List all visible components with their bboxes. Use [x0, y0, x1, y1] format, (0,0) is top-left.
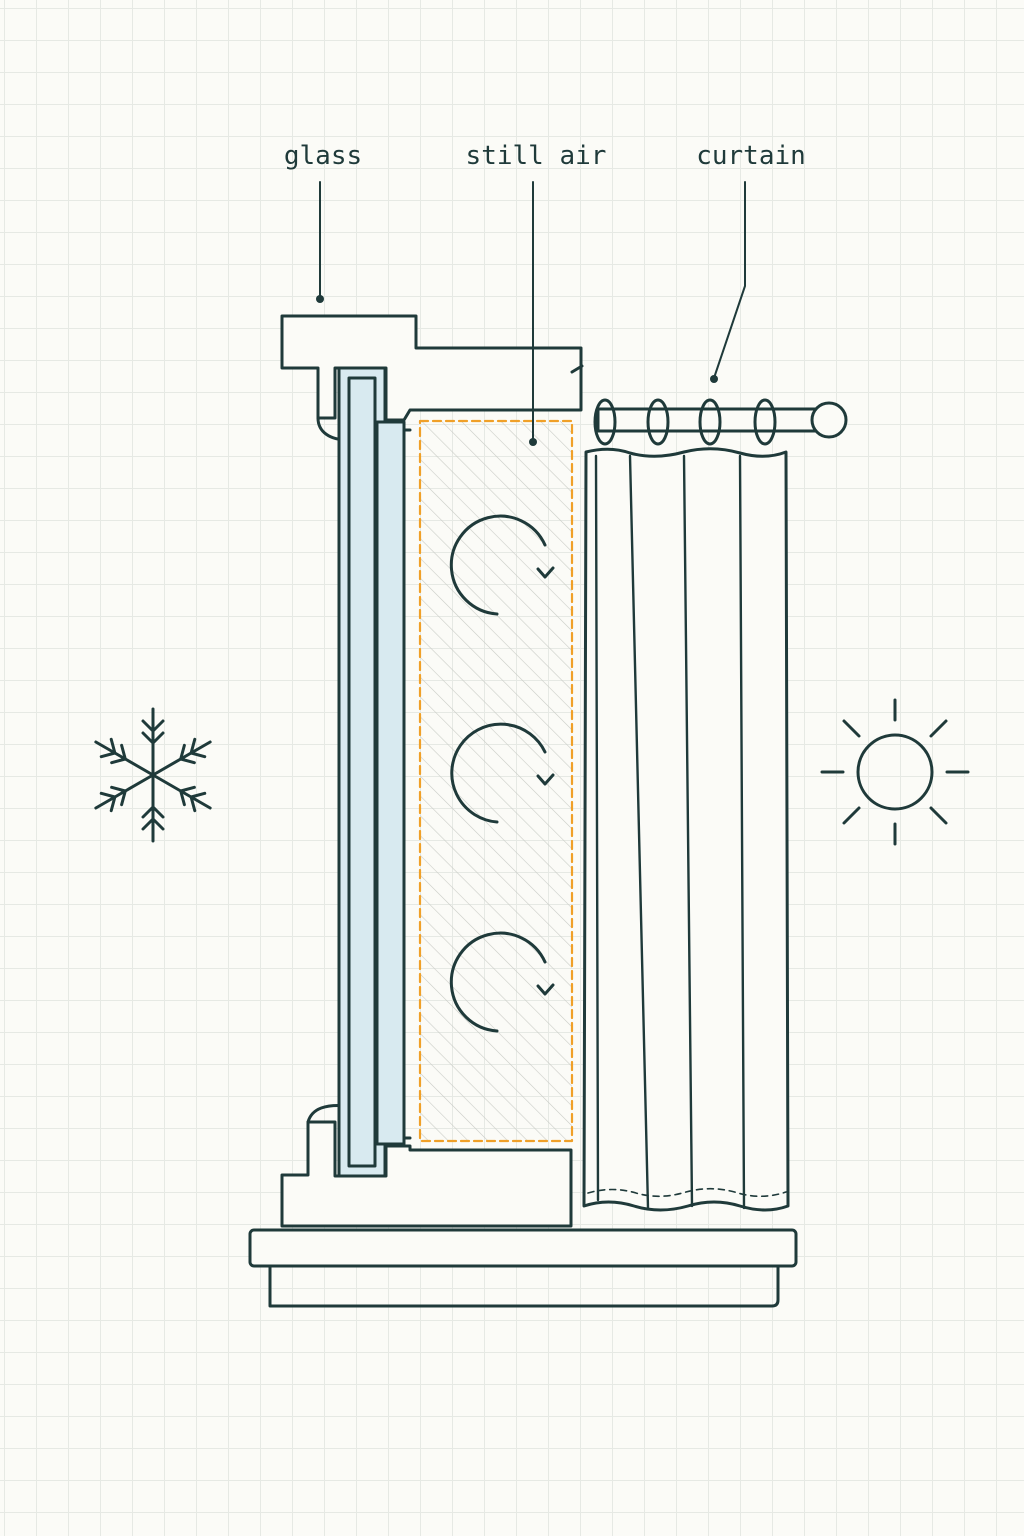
air-circulation-arrow	[450, 722, 555, 824]
snowflake-icon	[89, 707, 217, 843]
curtain-label: curtain	[696, 141, 806, 171]
curtain-leader-line	[710, 181, 746, 383]
curtain-ring	[698, 398, 722, 446]
air-circulation-arrow	[449, 514, 555, 616]
window-sill	[248, 1228, 798, 1308]
glass-pane	[337, 366, 412, 1178]
glass-leader-line	[316, 181, 324, 303]
curtain-ring	[753, 398, 777, 446]
glass-label: glass	[284, 141, 362, 171]
sun-icon	[820, 698, 970, 846]
air-circulation-arrow	[449, 931, 555, 1033]
curtain-ring	[593, 398, 617, 446]
curtain	[582, 447, 790, 1212]
curtain-rod	[596, 401, 848, 439]
still-air-leader-line	[529, 181, 537, 446]
curtain-ring	[646, 398, 670, 446]
still-air-label: still air	[466, 141, 607, 171]
